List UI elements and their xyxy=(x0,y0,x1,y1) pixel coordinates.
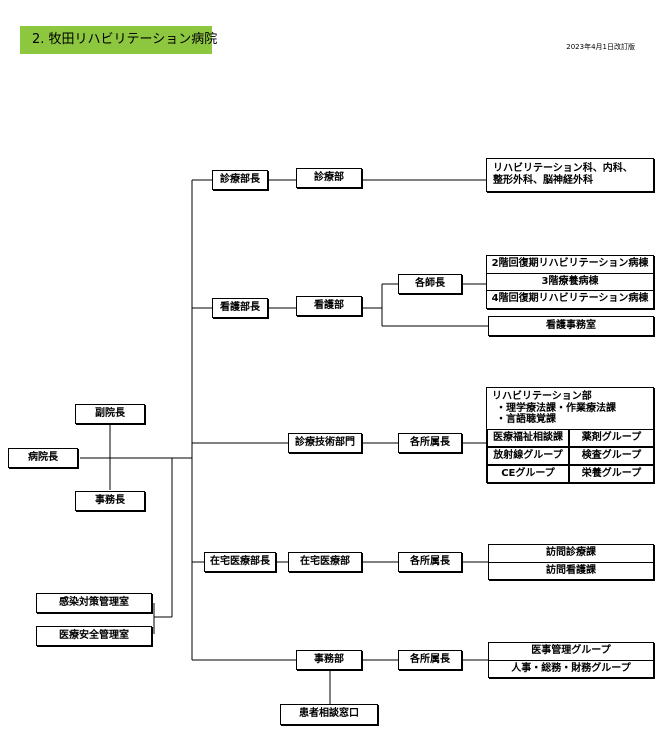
group-cell: 医療福祉相談課 xyxy=(487,429,569,447)
group-cell: 放射線グループ xyxy=(487,447,569,465)
ward-item: 2階回復期リハビリテーション病棟 xyxy=(491,258,649,270)
technical-groups-panel: リハビリテーション部 ・理学療法課・作業療法課 ・言語聴覚課 医療福祉相談課 薬… xyxy=(486,387,654,483)
rehab-sub-1: ・理学療法課・作業療法課 xyxy=(496,403,616,414)
technical-dept-label: 診療技術部門 xyxy=(295,436,355,448)
admin-dept-label: 事務部 xyxy=(314,653,344,665)
medical-safety-box: 医療安全管理室 xyxy=(36,626,152,646)
group-cell: 栄養グループ xyxy=(569,465,654,483)
admin-chief-label: 各所属長 xyxy=(410,653,450,665)
specialties-line-1: リハビリテーション科、内科、 xyxy=(493,162,633,174)
technical-chief-box: 各所属長 xyxy=(398,433,462,453)
hospital-director-label: 病院長 xyxy=(28,451,58,463)
homecare-dept-box: 在宅医療部 xyxy=(288,552,362,572)
revision-date: 2023年4月1日改訂版 xyxy=(566,43,635,51)
homecare-unit: 訪問診療課 xyxy=(546,547,596,558)
admin-chief-box: 各所属長 xyxy=(398,650,462,670)
nursing-chief-box: 各師長 xyxy=(398,274,462,294)
admin-unit-list: 医事管理グループ 人事・総務・財務グループ xyxy=(488,642,654,678)
vice-director-label: 副院長 xyxy=(95,407,125,419)
clinical-dept-label: 診療部 xyxy=(314,171,344,183)
specialties-line-2: 整形外科、脳神経外科 xyxy=(493,175,593,186)
hospital-director-box: 病院長 xyxy=(8,448,78,468)
technical-dept-box: 診療技術部門 xyxy=(288,433,362,453)
admin-dept-box: 事務部 xyxy=(296,650,362,670)
nursing-chief-label: 各師長 xyxy=(415,277,445,289)
patient-consultation-label: 患者相談窓口 xyxy=(299,708,359,720)
rehab-sub-2: ・言語聴覚課 xyxy=(496,414,556,425)
homecare-chief-label: 各所属長 xyxy=(410,555,450,567)
ward-item: 4階回復期リハビリテーション病棟 xyxy=(487,290,653,308)
medical-safety-label: 医療安全管理室 xyxy=(59,629,129,641)
admin-director-box: 事務長 xyxy=(75,491,145,511)
admin-unit: 人事・総務・財務グループ xyxy=(489,659,653,678)
nursing-dept-label: 看護部 xyxy=(314,299,344,311)
clinical-dept-box: 診療部 xyxy=(296,168,362,188)
nursing-dept-box: 看護部 xyxy=(296,296,362,316)
nursing-office-box: 看護事務室 xyxy=(488,316,654,336)
vice-director-box: 副院長 xyxy=(75,404,145,424)
homecare-chief-box: 各所属長 xyxy=(398,552,462,572)
clinical-specialties-box: リハビリテーション科、内科、 整形外科、脳神経外科 xyxy=(486,158,654,192)
technical-chief-label: 各所属長 xyxy=(410,436,450,448)
nursing-head-box: 看護部長 xyxy=(212,298,268,318)
ward-item: 3階療養病棟 xyxy=(487,272,653,291)
clinical-head-label: 診療部長 xyxy=(220,173,260,185)
homecare-head-label: 在宅医療部長 xyxy=(210,555,270,567)
infection-control-box: 感染対策管理室 xyxy=(36,593,152,613)
ward-list: 2階回復期リハビリテーション病棟 3階療養病棟 4階回復期リハビリテーション病棟 xyxy=(486,255,654,309)
patient-consultation-box: 患者相談窓口 xyxy=(280,704,378,725)
nursing-office-label: 看護事務室 xyxy=(546,319,596,331)
rehab-dept-title: リハビリテーション部 xyxy=(492,391,592,402)
page-title: 2. 牧田リハビリテーション病院 xyxy=(20,26,217,54)
group-cell: 薬剤グループ xyxy=(569,429,654,447)
homecare-dept-label: 在宅医療部 xyxy=(300,555,350,567)
homecare-head-box: 在宅医療部長 xyxy=(204,552,276,572)
nursing-head-label: 看護部長 xyxy=(220,301,260,313)
group-cell: 検査グループ xyxy=(569,447,654,465)
homecare-unit: 訪問看護課 xyxy=(489,561,653,580)
admin-director-label: 事務長 xyxy=(95,494,125,506)
admin-unit: 医事管理グループ xyxy=(531,645,611,656)
clinical-head-box: 診療部長 xyxy=(212,170,268,190)
homecare-unit-list: 訪問診療課 訪問看護課 xyxy=(488,544,654,580)
infection-control-label: 感染対策管理室 xyxy=(59,596,129,608)
group-cell: CEグループ xyxy=(487,465,569,483)
